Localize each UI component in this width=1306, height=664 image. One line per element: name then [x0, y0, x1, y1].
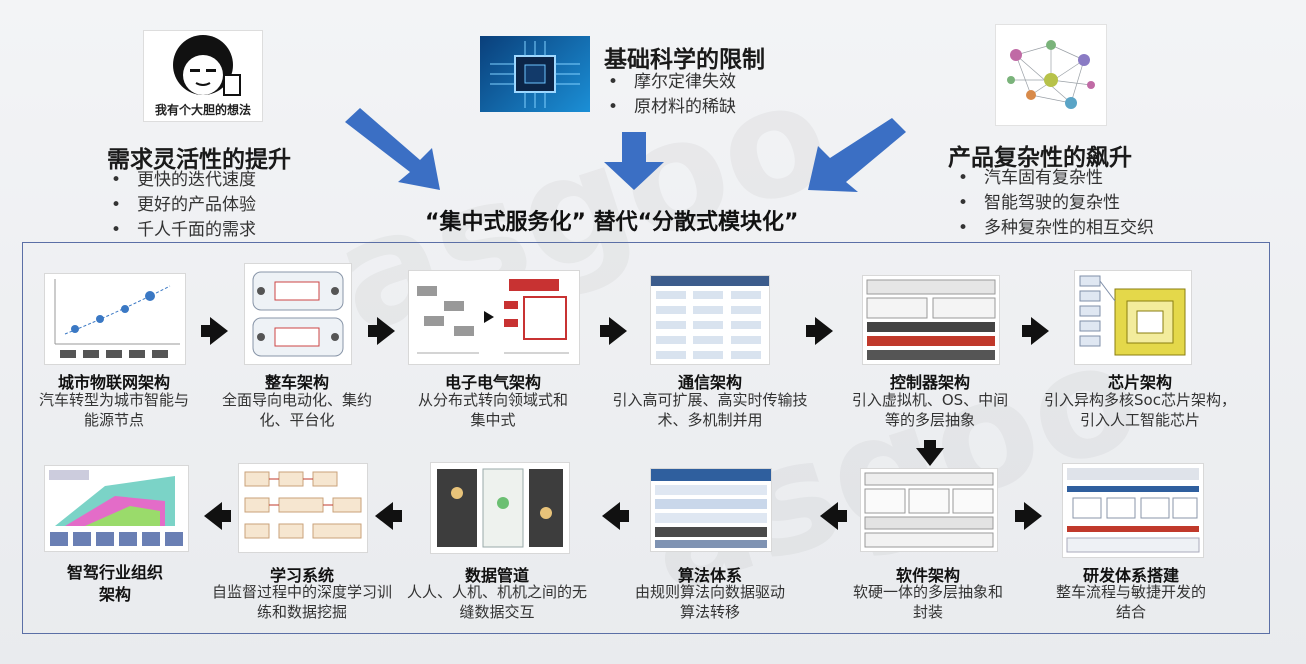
thumb-pipeline — [430, 462, 570, 554]
thumb-chip — [1074, 270, 1192, 365]
step-desc-city-iot: 汽车转型为城市智能与能源节点 — [39, 391, 190, 429]
vehicle-platform-icon — [252, 271, 344, 357]
step-desc-rnd: 整车流程与敏捷开发的结合 — [1056, 583, 1207, 621]
complexity-bullets: 汽车固有复杂性 智能驾驶的复杂性 多种复杂性的相互交织 — [954, 166, 1154, 241]
thumb-rnd — [1062, 463, 1204, 558]
thumb-city-iot — [44, 273, 186, 365]
step-title-learning: 学习系统 — [269, 566, 334, 585]
network-graph-icon — [1007, 40, 1095, 109]
step-desc-ee: 从分布式转向领域式和集中式 — [417, 391, 568, 429]
arrow-right-icon — [1031, 317, 1049, 345]
ee-architecture-icon — [417, 279, 569, 354]
thumb-vehicle — [244, 263, 352, 365]
thumb-org — [44, 465, 189, 552]
arrow-stem — [1022, 325, 1032, 337]
conclusion-text: “集中式服务化” 替代“分散式模块化” — [425, 210, 799, 235]
meme-face-icon — [173, 35, 241, 96]
meme-caption: 我有个大胆的想法 — [154, 103, 251, 117]
arrow-stem — [924, 440, 936, 450]
step-desc-comm: 引入高可扩展、高实时传输技术、多机制并用 — [612, 391, 808, 429]
arrow-right-icon — [815, 317, 833, 345]
step-desc-chip: 引入异构多核Soc芯片架构，引入人工智能芯片 — [1044, 391, 1236, 429]
meme-image: 我有个大胆的想法 — [143, 30, 263, 122]
bullet-item: 原材料的稀缺 — [604, 95, 736, 120]
step-title-pipeline: 数据管道 — [464, 566, 529, 585]
step-title-chip: 芯片架构 — [1107, 373, 1172, 392]
software-layers-icon — [864, 472, 994, 548]
step-title-software: 软件架构 — [895, 566, 960, 585]
thumb-comm — [650, 275, 770, 365]
arrow-left-icon — [820, 502, 838, 530]
data-pipeline-icon — [437, 468, 563, 548]
arrow-down-icon — [604, 132, 664, 190]
step-title-city-iot: 城市物联网架构 — [57, 373, 170, 392]
algorithm-stack-icon — [651, 469, 771, 548]
step-title-comm: 通信架构 — [677, 373, 742, 392]
step-desc-algo: 由规则算法向数据驱动算法转移 — [634, 583, 785, 621]
arrow-stem — [368, 325, 378, 337]
step-title-org: 智驾行业组织架构 — [66, 563, 163, 604]
arrow-right-icon — [377, 317, 395, 345]
arrow-stem — [1015, 510, 1025, 522]
arrow-stem — [619, 510, 629, 522]
arrow-right-icon — [609, 317, 627, 345]
bullet-item: 汽车固有复杂性 — [954, 166, 1154, 191]
org-diagram-icon — [49, 470, 183, 546]
network-image — [995, 24, 1107, 126]
chip-icon — [490, 41, 580, 108]
bullet-item: 摩尔定律失效 — [604, 70, 736, 95]
arrow-down-left-icon — [808, 118, 906, 192]
arrow-left-icon — [375, 502, 393, 530]
step-title-ee: 电子电气架构 — [444, 373, 541, 392]
step-desc-learning: 自监督过程中的深度学习训练和数据挖掘 — [212, 583, 393, 621]
architecture-frame — [22, 242, 1270, 634]
arrow-stem — [392, 510, 402, 522]
convergence-arrows — [345, 108, 906, 192]
science-bullets: 摩尔定律失效 原材料的稀缺 — [604, 70, 736, 120]
communication-table-icon — [651, 276, 769, 359]
scatter-diagram-icon — [54, 279, 180, 358]
science-heading: 基础科学的限制 — [604, 47, 765, 73]
arrow-stem — [221, 510, 231, 522]
step-desc-software: 软硬一体的多层抽象和封装 — [853, 583, 1004, 621]
learning-flow-icon — [244, 471, 362, 539]
arrow-stem — [837, 510, 847, 522]
thumb-learning — [238, 463, 368, 553]
rnd-process-icon — [1066, 468, 1200, 553]
bullet-item: 千人千面的需求 — [107, 218, 256, 243]
arrow-down-right-icon — [345, 108, 440, 190]
arrow-stem — [806, 325, 816, 337]
arrow-right-icon — [210, 317, 228, 345]
arrow-stem — [201, 325, 211, 337]
chip-image — [480, 36, 590, 112]
bullet-item: 更好的产品体验 — [107, 193, 256, 218]
demand-bullets: 更快的迭代速度 更好的产品体验 千人千面的需求 — [107, 168, 256, 243]
thumb-software — [860, 468, 998, 552]
thumb-controller — [862, 275, 1000, 365]
bullet-item: 更快的迭代速度 — [107, 168, 256, 193]
step-title-rnd: 研发体系搭建 — [1082, 566, 1179, 585]
bullet-item: 多种复杂性的相互交织 — [954, 216, 1154, 241]
thumb-ee — [408, 270, 580, 365]
step-desc-vehicle: 全面导向电动化、集约化、平台化 — [221, 391, 372, 429]
step-title-controller: 控制器架构 — [889, 373, 970, 392]
thumb-algo — [650, 468, 772, 552]
step-desc-controller: 引入虚拟机、OS、中间等的多层抽象 — [851, 391, 1009, 429]
step-title-algo: 算法体系 — [677, 566, 742, 585]
controller-layers-icon — [866, 279, 996, 360]
arrow-right-icon — [1024, 502, 1042, 530]
chip-architecture-icon — [1079, 275, 1186, 356]
arrow-down-icon — [916, 448, 944, 466]
bullet-item: 智能驾驶的复杂性 — [954, 191, 1154, 216]
arrow-left-icon — [204, 502, 222, 530]
arrow-left-icon — [602, 502, 620, 530]
step-title-vehicle: 整车架构 — [264, 373, 329, 392]
step-desc-pipeline: 人人、人机、机机之间的无缝数据交互 — [407, 583, 588, 621]
arrow-stem — [600, 325, 610, 337]
